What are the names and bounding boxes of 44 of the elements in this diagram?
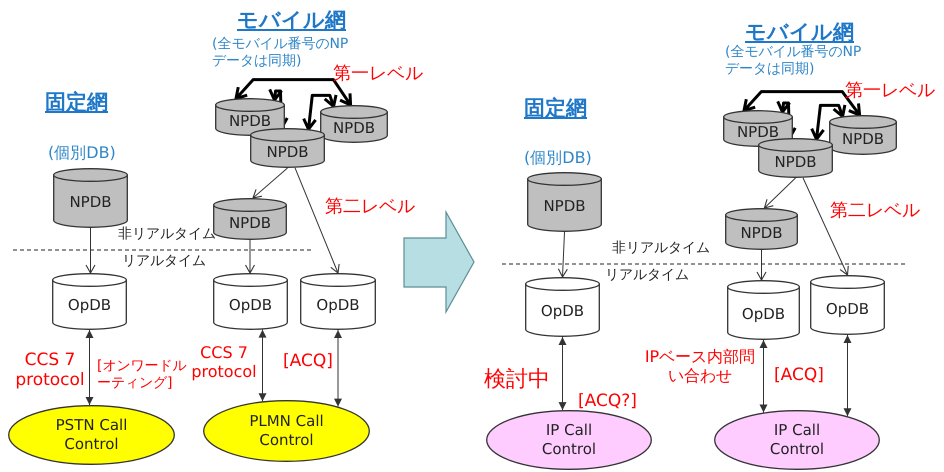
network-heading: 固定網: [45, 90, 108, 116]
annotation-text: [ACQ]: [283, 351, 333, 372]
arrow: [258, 329, 266, 402]
annotation-text: [オンワードルーティング]: [97, 358, 188, 392]
arrow: [302, 94, 338, 131]
annotation-text: リアルタイム: [605, 267, 689, 284]
arrow: [234, 78, 352, 107]
arrow: [334, 330, 342, 408]
annotation-text: 非リアルタイム: [118, 226, 216, 243]
annotation-text: [ACQ]: [774, 365, 824, 386]
annotation-text: リアルタイム: [122, 253, 206, 270]
arrow: [844, 334, 852, 417]
arrow: [558, 336, 566, 411]
arrow: [86, 330, 94, 406]
arrow: [294, 167, 340, 274]
annotation-text: 第二レベル: [830, 200, 920, 222]
arrow: [760, 340, 768, 414]
annotation-text: [ACQ?]: [578, 391, 637, 412]
arrow: [244, 240, 256, 274]
call-control-ellipse: PSTN Call Control: [8, 405, 175, 465]
arrow: [742, 90, 862, 117]
db-caption: (個別DB): [48, 143, 116, 162]
call-control-ellipse: IP Call Control: [486, 410, 652, 470]
arrow: [756, 250, 767, 281]
annotation-text: CCS 7 protocol: [14, 350, 86, 391]
arrow: [558, 232, 568, 278]
annotation-text: 第一レベル: [845, 80, 935, 102]
annotation-text: 第二レベル: [325, 196, 415, 218]
db-caption: (個別DB): [524, 148, 592, 168]
arrow: [764, 178, 796, 209]
arrow: [252, 168, 288, 199]
network-heading: モバイル網: [745, 20, 854, 44]
call-control-ellipse: PLMN Call Control: [203, 400, 370, 462]
annotation-text: IPベース内部問い合わせ: [644, 347, 756, 386]
annotation-text: (全モバイル番号のNP データは同期): [725, 44, 862, 78]
annotation-text: 検討中: [484, 367, 550, 394]
network-heading: モバイル網: [237, 8, 346, 34]
arrow: [85, 228, 96, 274]
annotation-text: 非リアルタイム: [612, 240, 710, 257]
arrow: [802, 177, 849, 276]
network-heading: 固定網: [524, 96, 587, 122]
annotation-text: CCS 7 protocol: [190, 343, 258, 382]
arrow: [810, 103, 846, 141]
call-control-ellipse: IP Call Control: [714, 410, 880, 470]
